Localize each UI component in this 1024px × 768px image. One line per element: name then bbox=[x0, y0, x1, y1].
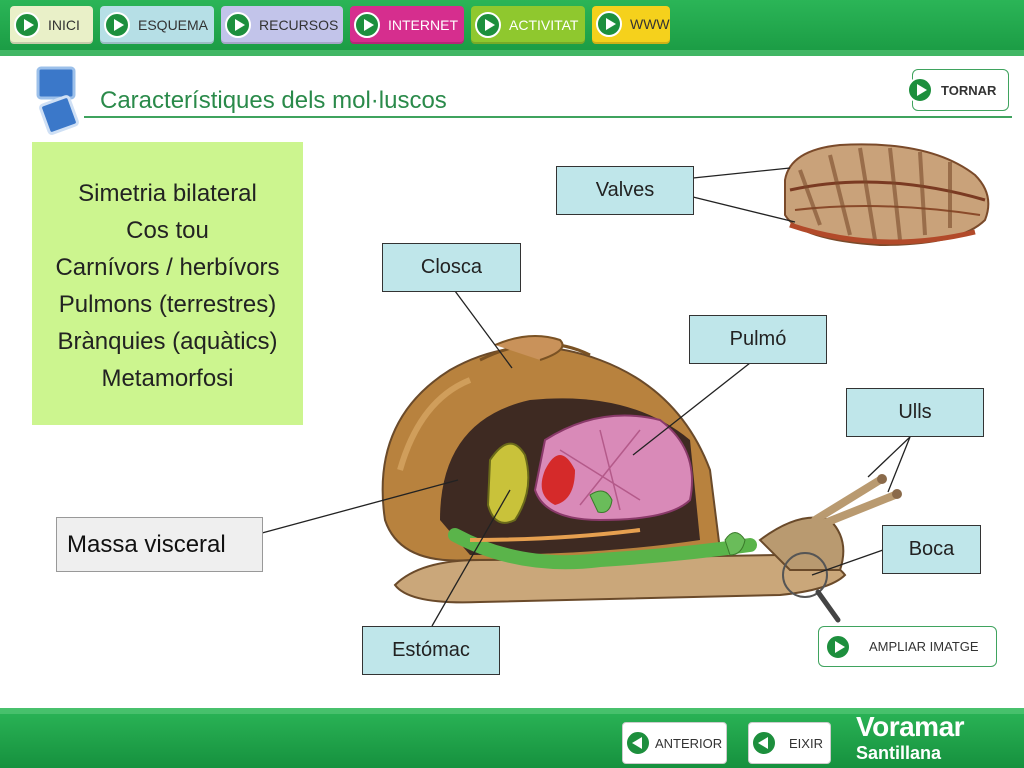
brand-publisher: Santillana bbox=[856, 743, 942, 763]
anterior-label: ANTERIOR bbox=[655, 735, 723, 751]
anterior-button[interactable]: ANTERIOR bbox=[622, 722, 727, 764]
label-ulls: Ulls bbox=[846, 388, 984, 437]
nav-activitat-label: ACTIVITAT bbox=[509, 17, 579, 33]
nav-www-button[interactable]: WWW bbox=[592, 6, 670, 44]
play-arrow-icon bbox=[225, 12, 251, 38]
brand-logo: Voramar Santillana bbox=[856, 711, 965, 764]
title-divider bbox=[84, 116, 1012, 118]
characteristic-item: Carnívors / herbívors bbox=[55, 254, 280, 281]
snail-image bbox=[381, 335, 902, 623]
tornar-button[interactable]: TORNAR bbox=[907, 69, 1009, 111]
label-leader-lines bbox=[261, 167, 911, 627]
scallop-image bbox=[784, 143, 990, 247]
ampliar-imatge-label: AMPLIAR IMATGE bbox=[869, 639, 979, 654]
nav-inici-label: INICI bbox=[48, 17, 80, 33]
nav-www-label: WWW bbox=[630, 16, 670, 32]
characteristic-item: Cos tou bbox=[126, 217, 209, 244]
characteristic-item: Simetria bilateral bbox=[78, 180, 257, 207]
nav-recursos-label: RECURSOS bbox=[259, 17, 339, 33]
bottom-bar bbox=[0, 708, 1024, 768]
label-pulmo: Pulmó bbox=[689, 315, 827, 364]
back-arrow-icon bbox=[751, 730, 777, 756]
page-decoration-icon bbox=[36, 66, 79, 135]
ampliar-imatge-button[interactable]: AMPLIAR IMATGE bbox=[818, 626, 997, 667]
nav-internet-label: INTERNET bbox=[388, 17, 458, 33]
nav-esquema-label: ESQUEMA bbox=[138, 17, 209, 33]
play-arrow-icon bbox=[104, 12, 130, 38]
page-title: Característiques dels mol·luscos bbox=[100, 87, 447, 114]
label-boca: Boca bbox=[882, 525, 981, 574]
label-massa-visceral: Massa visceral bbox=[56, 517, 263, 572]
play-arrow-icon bbox=[907, 77, 933, 103]
characteristic-item: Brànquies (aquàtics) bbox=[57, 328, 278, 355]
play-arrow-icon bbox=[354, 12, 380, 38]
brand-name: Voramar bbox=[856, 711, 965, 742]
nav-inici-button[interactable]: INICI bbox=[10, 6, 93, 44]
nav-internet-button[interactable]: INTERNET bbox=[350, 6, 464, 44]
nav-recursos-button[interactable]: RECURSOS bbox=[221, 6, 343, 44]
label-closca: Closca bbox=[382, 243, 521, 292]
characteristic-item: Pulmons (terrestres) bbox=[58, 291, 277, 318]
play-arrow-icon bbox=[475, 12, 501, 38]
eixir-button[interactable]: EIXIR bbox=[748, 722, 831, 764]
play-arrow-icon bbox=[825, 633, 851, 660]
eixir-label: EIXIR bbox=[789, 735, 823, 751]
back-arrow-icon bbox=[625, 730, 651, 756]
nav-activitat-button[interactable]: ACTIVITAT bbox=[471, 6, 585, 44]
characteristics-box: Simetria bilateral Cos tou Carnívors / h… bbox=[32, 142, 303, 425]
label-valves: Valves bbox=[556, 166, 694, 215]
play-arrow-icon bbox=[14, 12, 40, 38]
play-arrow-icon bbox=[596, 11, 622, 37]
label-estomac: Estómac bbox=[362, 626, 500, 675]
tornar-label: TORNAR bbox=[941, 82, 997, 98]
nav-esquema-button[interactable]: ESQUEMA bbox=[100, 6, 214, 44]
characteristic-item: Metamorfosi bbox=[101, 365, 234, 392]
